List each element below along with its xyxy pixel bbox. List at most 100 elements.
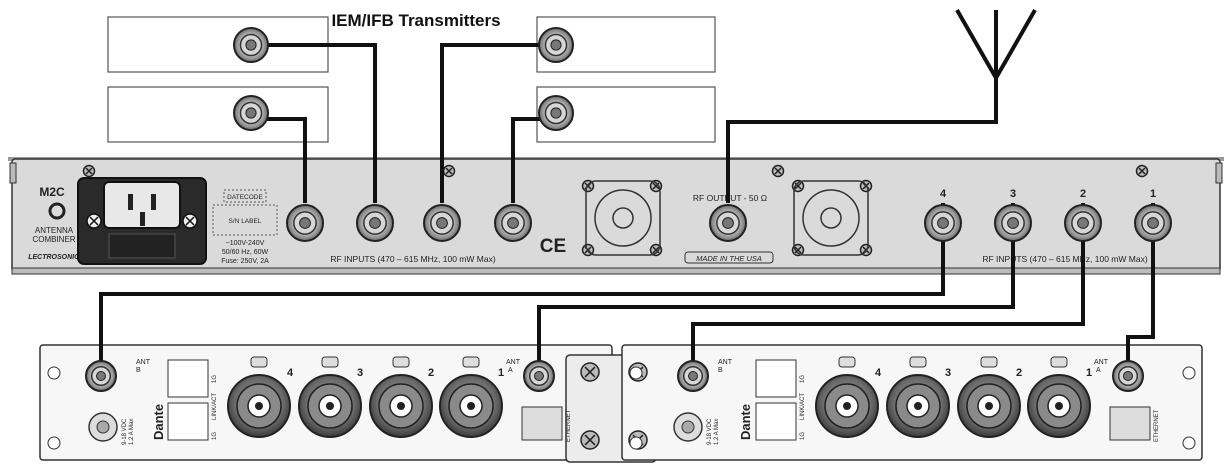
fan-right (793, 180, 869, 256)
xlr-right-1[interactable] (1027, 356, 1091, 438)
cable-tx-top-right (440, 43, 556, 203)
left-dante-logo: Dante (151, 404, 166, 440)
fan-left (585, 180, 661, 256)
bnc-tx-top-left[interactable] (233, 27, 269, 63)
power-inlet (77, 177, 207, 265)
xlr-right-3[interactable] (886, 356, 950, 438)
left-channel-1: 1 (498, 367, 504, 379)
bnc-connectors (85, 27, 1172, 392)
xlr-right-4[interactable] (815, 356, 879, 438)
power-spec-line2: 50/60 Hz, 60W (222, 249, 269, 256)
left-1g-label-top: 1G (212, 375, 218, 383)
cables (99, 43, 1155, 378)
power-spec-line3: Fuse: 250V, 2A (221, 258, 269, 265)
bnc-right-ant-b[interactable] (677, 360, 709, 392)
input-number-2: 2 (1080, 188, 1086, 200)
bnc-tx-top-right[interactable] (538, 27, 574, 63)
screw-icon (1135, 164, 1149, 178)
sn-label-box (212, 204, 278, 236)
right-channel-4: 4 (875, 367, 882, 379)
screw-icon (771, 164, 785, 178)
diagram-title: IEM/IFB Transmitters (331, 11, 500, 30)
bnc-left-ant-a[interactable] (523, 360, 555, 392)
left-channel-2: 2 (428, 367, 434, 379)
right-ethernet-label: ETHERNET (1154, 409, 1160, 442)
ce-mark: CE (540, 236, 566, 257)
screw-icon (442, 164, 456, 178)
datecode-box (223, 189, 267, 203)
right-channel-2: 2 (1016, 367, 1022, 379)
bnc-right-ant-a[interactable] (1112, 360, 1144, 392)
rf-inputs-right-label: RF INPUTS (470 – 615 MHz, 100 mW Max) (982, 254, 1147, 264)
cable-input-3 (537, 203, 1015, 378)
combiner-model: M2C (39, 185, 65, 199)
xlr-left-4[interactable] (227, 356, 291, 438)
xlr-connectors (227, 356, 1091, 438)
bnc-combiner-in-left-1[interactable] (286, 204, 324, 242)
screw-icon (82, 164, 96, 178)
bnc-combiner-in-left-3[interactable] (423, 204, 461, 242)
left-ant-a-label: ANT (506, 359, 521, 366)
bnc-rf-output[interactable] (709, 204, 747, 242)
right-1g-label-bottom: 1G (800, 432, 806, 440)
bnc-tx-bottom-right[interactable] (538, 95, 574, 131)
right-1g-label-top: 1G (800, 375, 806, 383)
combiner-name-line1: ANTENNA (35, 226, 74, 235)
combiner-screws (82, 164, 1149, 257)
bnc-combiner-in-3[interactable] (994, 204, 1032, 242)
right-channel-1: 1 (1086, 367, 1092, 379)
bnc-combiner-in-left-4[interactable] (494, 204, 532, 242)
left-channel-3: 3 (357, 367, 363, 379)
left-ant-b-label: ANT (136, 359, 151, 366)
datecode-label: DATECODE (227, 194, 263, 201)
bnc-combiner-in-2[interactable] (1064, 204, 1102, 242)
antenna-icon (955, 9, 1037, 83)
left-1g-label-bottom: 1G (212, 432, 218, 440)
right-ant-b-label: ANT (718, 359, 733, 366)
left-ant-b-sub: B (136, 367, 141, 374)
xlr-left-2[interactable] (369, 356, 433, 438)
right-link-label: LINK/ACT (800, 393, 806, 420)
rf-inputs-left-label: RF INPUTS (470 – 615 MHz, 100 mW Max) (330, 254, 495, 264)
cable-antenna (726, 78, 998, 203)
made-in-usa-label: MADE IN THE USA (696, 254, 762, 263)
xlr-left-1[interactable] (439, 356, 503, 438)
input-number-4: 4 (940, 188, 947, 200)
left-receiver-details (47, 359, 563, 450)
right-dc-label: 9-18 VDC (707, 418, 713, 445)
left-channel-4: 4 (287, 367, 294, 379)
combiner-jack (48, 202, 66, 220)
right-channel-3: 3 (945, 367, 951, 379)
brand-logo: LECTROSONICS (28, 254, 84, 261)
combiner-name-line2: COMBINER (32, 235, 75, 244)
screw-icon (649, 179, 663, 193)
left-ethernet-label: ETHERNET (566, 409, 572, 442)
input-number-3: 3 (1010, 188, 1016, 200)
screw-icon (791, 179, 805, 193)
screw-icon (580, 430, 600, 450)
screw-icon (580, 362, 600, 382)
power-spec-line1: ~100V-240V (226, 240, 265, 247)
bnc-combiner-in-4[interactable] (924, 204, 962, 242)
right-ant-a-label: ANT (1094, 359, 1109, 366)
left-ant-a-sub: A (508, 367, 513, 374)
right-ant-a-sub: A (1096, 367, 1101, 374)
bnc-tx-bottom-left[interactable] (233, 95, 269, 131)
xlr-left-3[interactable] (298, 356, 362, 438)
antenna-combiner-panel (8, 157, 1224, 275)
made-in-usa-box (684, 251, 774, 264)
bnc-combiner-in-left-2[interactable] (356, 204, 394, 242)
bnc-left-ant-b[interactable] (85, 360, 117, 392)
xlr-right-2[interactable] (957, 356, 1021, 438)
left-link-label: LINK/ACT (212, 393, 218, 420)
transmitter-box-bottom-left (107, 86, 329, 143)
input-number-1: 1 (1150, 188, 1156, 200)
left-dc-sub: 1.2 A Max (129, 419, 135, 445)
left-dc-label: 9-18 VDC (122, 418, 128, 445)
transmitter-boxes (107, 16, 716, 143)
bnc-combiner-in-1[interactable] (1134, 204, 1172, 242)
right-dc-sub: 1.2 A Max (714, 419, 720, 445)
cable-input-4 (99, 203, 945, 378)
